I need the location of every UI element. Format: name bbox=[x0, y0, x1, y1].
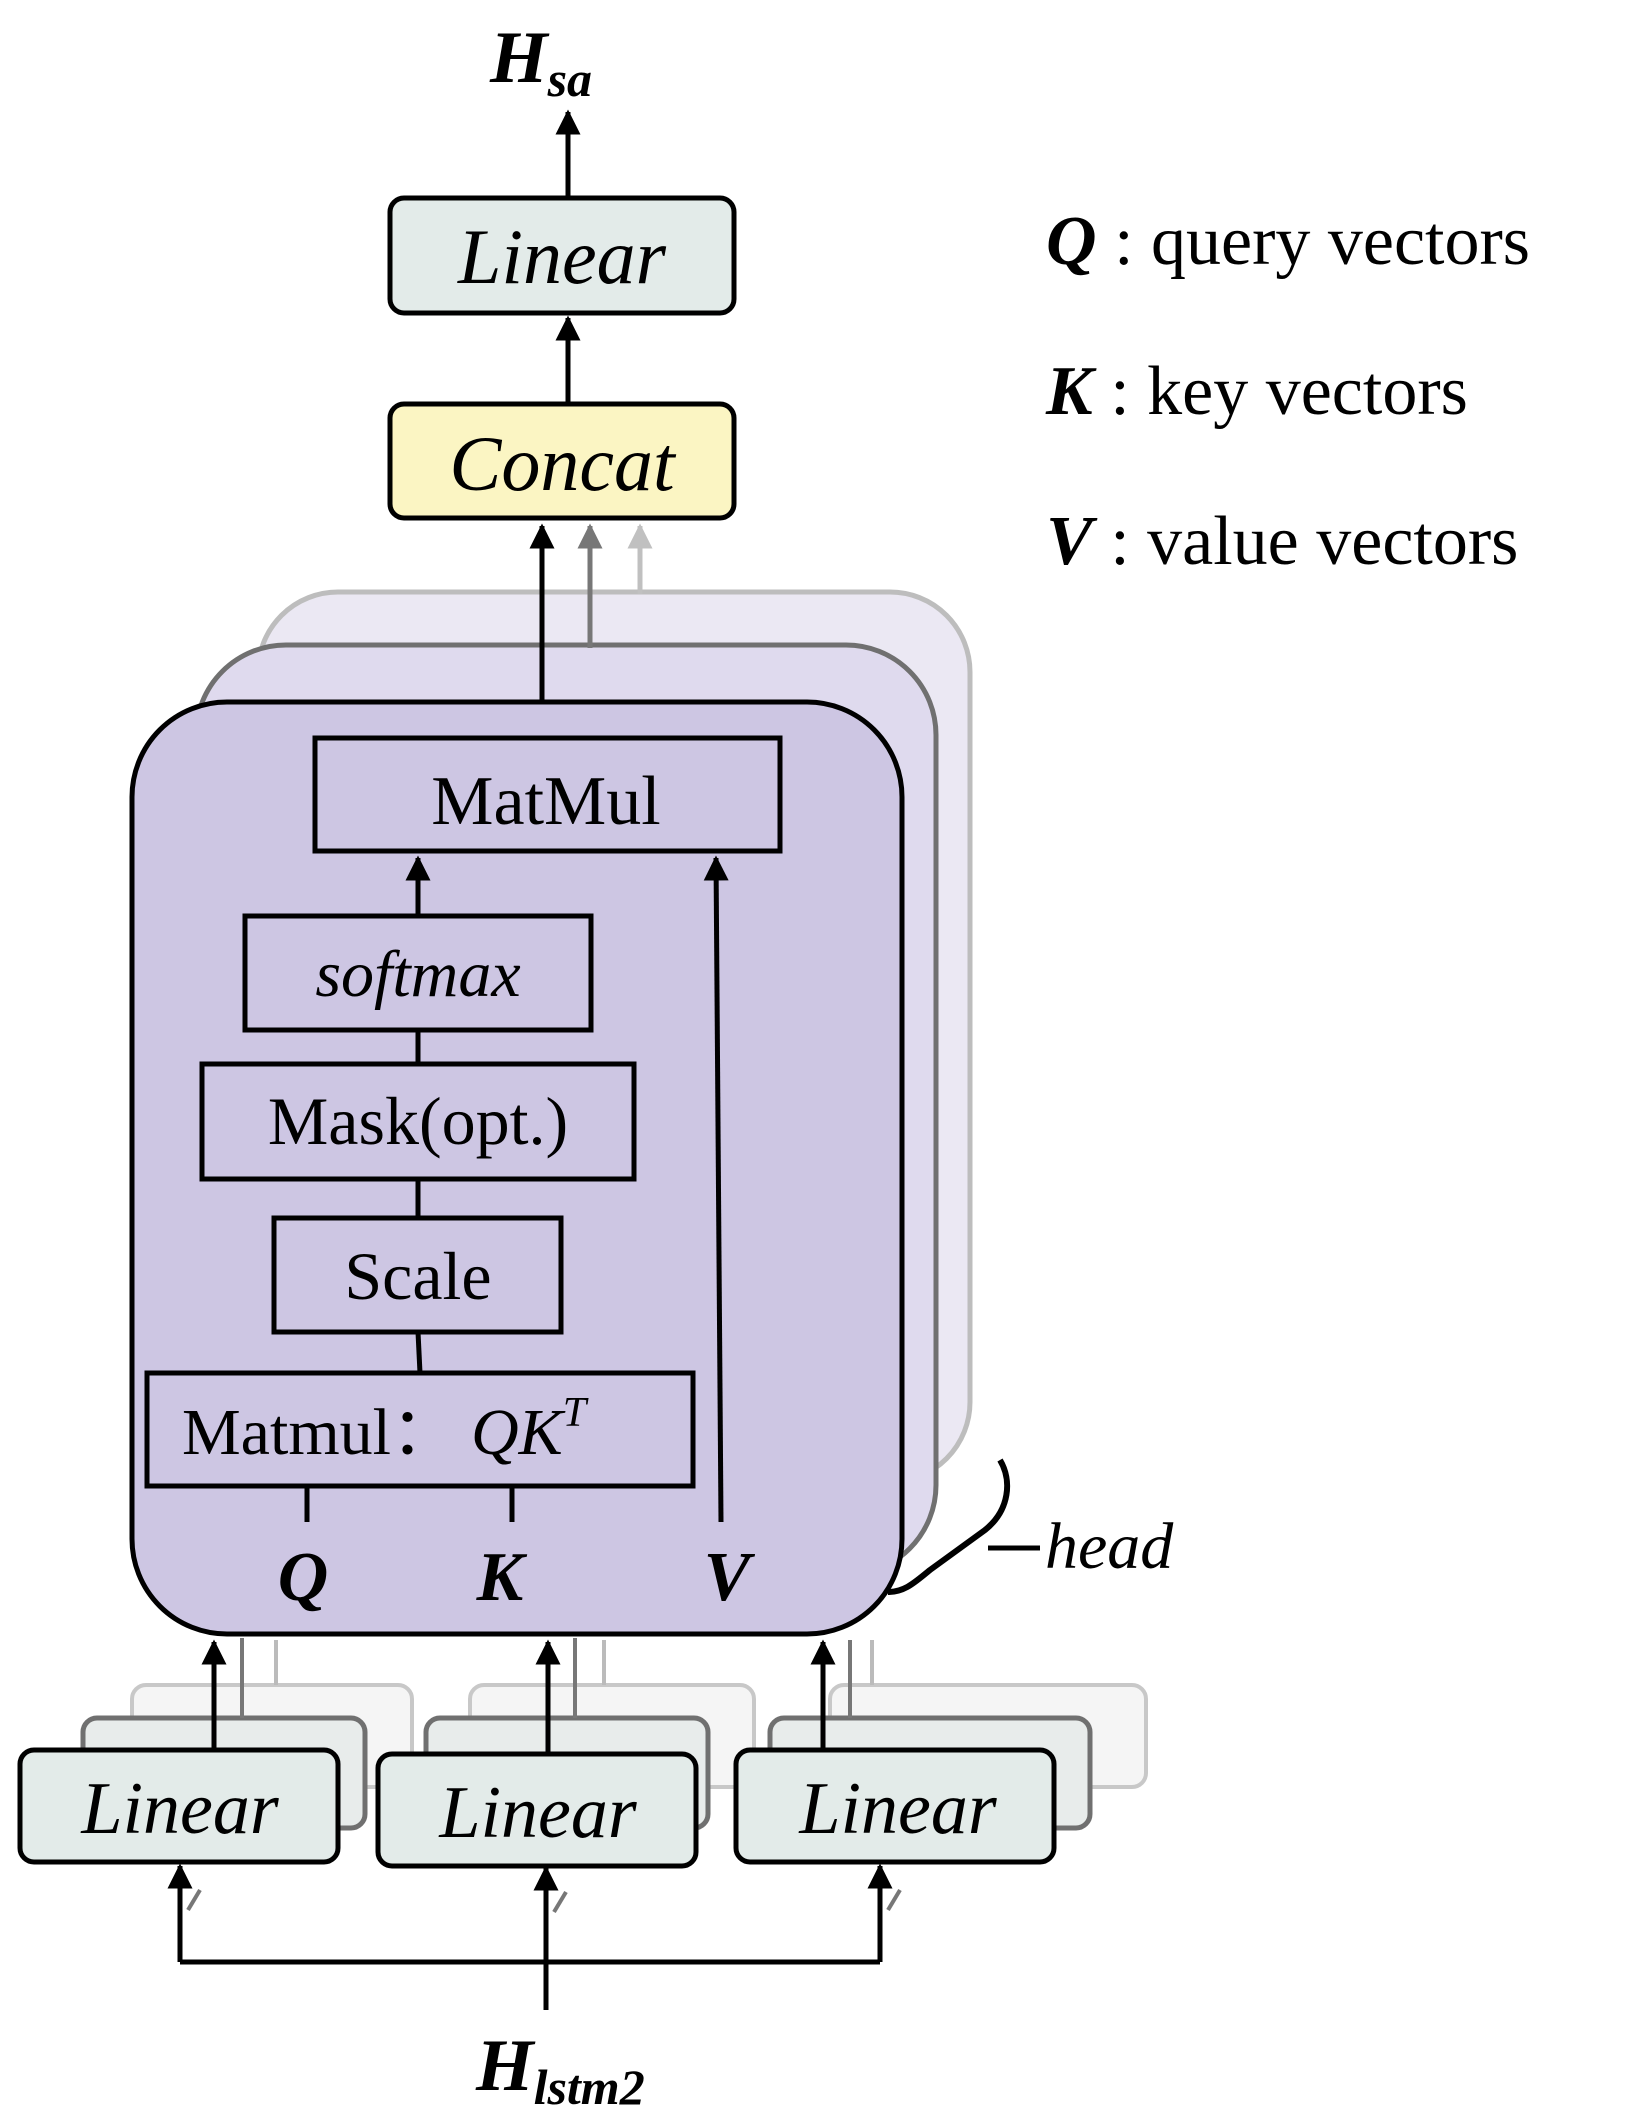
input-linear-label-2: Linear bbox=[438, 1772, 638, 1854]
matmul-qk-label: Matmul：QKT bbox=[182, 1390, 589, 1469]
concat-box: Concat bbox=[387, 401, 737, 521]
mask-box: Mask(opt.) bbox=[199, 1061, 637, 1182]
matmul-qk-q: Q bbox=[471, 1396, 519, 1469]
head-label: head bbox=[1045, 1510, 1174, 1583]
legend-item-q: Q : query vectors bbox=[1046, 203, 1530, 280]
input-label-sub: lstm2 bbox=[534, 2059, 645, 2115]
legend-separator-q: : bbox=[1097, 203, 1151, 280]
softmax-box: softmax bbox=[242, 913, 594, 1033]
legend-symbol-k: K bbox=[1045, 353, 1097, 430]
input-label: Hlstm2 bbox=[475, 2025, 645, 2115]
matmul-box: MatMul bbox=[312, 735, 783, 854]
top-linear-box: Linear bbox=[387, 195, 737, 316]
legend-symbol-q: Q bbox=[1046, 203, 1097, 280]
input-linear-label-3: Linear bbox=[798, 1768, 998, 1850]
matmul-qk-separator: ： bbox=[391, 1396, 457, 1469]
input-linear-stack-2: Linear bbox=[375, 1638, 756, 1869]
legend-item-k: K : key vectors bbox=[1045, 353, 1468, 430]
output-label-main: H bbox=[489, 17, 550, 99]
head-brace bbox=[887, 1458, 1011, 1595]
matmul-qk-box: Matmul：QKT bbox=[144, 1370, 696, 1489]
connector-matmulqk-scale bbox=[415, 1331, 423, 1374]
head-input-v: V bbox=[704, 1539, 756, 1616]
concat-label: Concat bbox=[449, 420, 677, 507]
matmul-qk-k: K bbox=[518, 1396, 566, 1469]
legend-text-q: query vectors bbox=[1151, 203, 1530, 280]
output-label-sub: sa bbox=[547, 51, 592, 107]
input-linear-label-1: Linear bbox=[80, 1768, 280, 1850]
legend-item-v: V : value vectors bbox=[1046, 503, 1518, 580]
scale-box: Scale bbox=[271, 1215, 564, 1335]
legend-text-v: value vectors bbox=[1147, 503, 1518, 580]
top-linear-label: Linear bbox=[457, 213, 667, 300]
input-linear-stack-1: Linear bbox=[17, 1638, 414, 1865]
legend-symbol-v: V bbox=[1046, 503, 1098, 580]
softmax-label: softmax bbox=[315, 938, 520, 1011]
scale-label: Scale bbox=[344, 1238, 491, 1314]
legend-separator-k: : bbox=[1093, 353, 1147, 430]
head-input-q: Q bbox=[278, 1539, 329, 1616]
legend: Q : query vectors K : key vectors V : va… bbox=[1045, 203, 1530, 580]
matmul-qk-prefix: Matmul bbox=[182, 1396, 391, 1469]
output-label: Hsa bbox=[489, 17, 592, 107]
input-linear-stack-3: Linear bbox=[733, 1639, 1148, 1865]
arrow-v-to-matmul bbox=[703, 855, 729, 1523]
matmul-label: MatMul bbox=[431, 763, 660, 840]
legend-text-k: key vectors bbox=[1147, 353, 1468, 430]
mask-label: Mask(opt.) bbox=[268, 1083, 568, 1159]
matmul-qk-sup: T bbox=[563, 1390, 589, 1436]
input-distribution bbox=[167, 1863, 902, 2010]
head-input-k: K bbox=[476, 1539, 528, 1616]
input-label-main: H bbox=[475, 2025, 536, 2107]
legend-separator-v: : bbox=[1093, 503, 1147, 580]
